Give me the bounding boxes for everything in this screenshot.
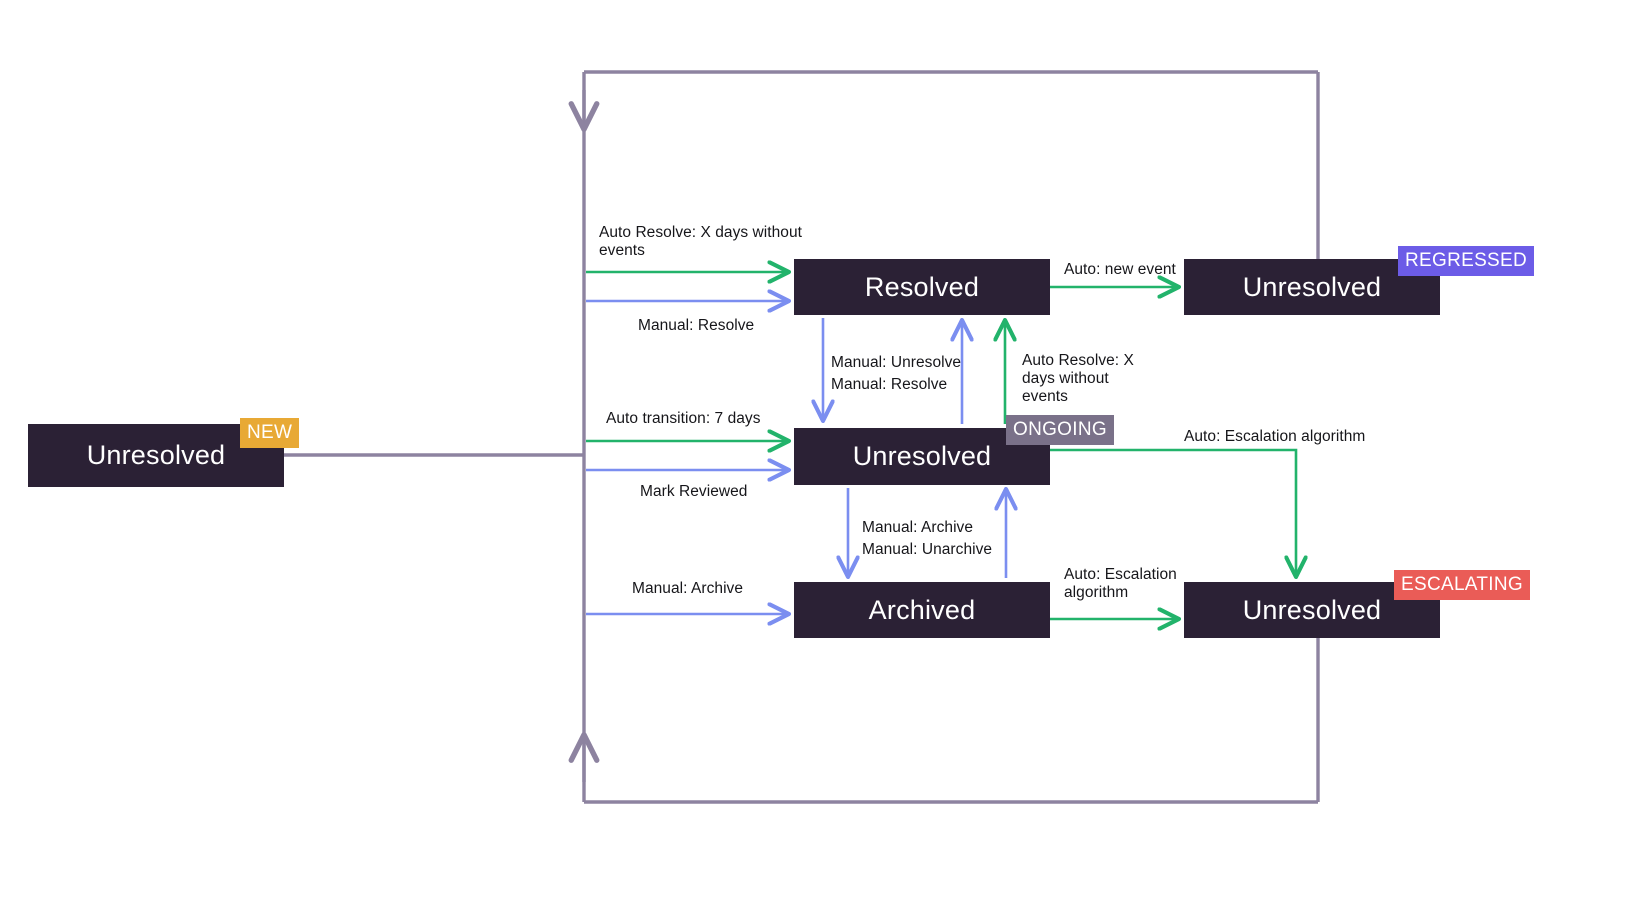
edge-label-manual-archive-unarchive: Manual: Archive Manual: Unarchive <box>862 519 993 558</box>
edge-label-auto-transition-7-days: Auto transition: 7 days <box>606 410 761 427</box>
node-label: Unresolved <box>1242 271 1382 302</box>
node-label: Unresolved <box>852 441 992 471</box>
edge-label-auto-escalation-top: Auto: Escalation algorithm <box>1184 428 1366 445</box>
status-badge-regressed: REGRESSED <box>1398 246 1535 276</box>
node-archived[interactable]: Archived <box>794 582 1050 638</box>
edge-label-auto-resolve-x-days-up: Auto Resolve: X days without events <box>1022 352 1134 405</box>
status-badge-new: NEW <box>240 418 300 448</box>
node-regressed-unresolved[interactable]: Unresolved <box>1184 259 1440 315</box>
status-badge-ongoing: ONGOING <box>1006 415 1114 445</box>
node-label: Unresolved <box>1242 594 1382 625</box>
edge-label-auto-escalation-bottom: Auto: Escalation algorithm <box>1064 566 1177 601</box>
edge-label-manual-unresolve-resolve: Manual: Unresolve Manual: Resolve <box>831 354 962 393</box>
edge-label-manual-archive-in: Manual: Archive <box>632 580 744 597</box>
status-badge-escalating: ESCALATING <box>1394 570 1530 600</box>
edge-label-auto-resolve-x-days: Auto Resolve: X days without events <box>599 224 803 259</box>
node-label: Unresolved <box>86 440 226 470</box>
edge-label-auto-new-event: Auto: new event <box>1064 261 1176 278</box>
edge-label-manual-resolve-in: Manual: Resolve <box>638 317 755 334</box>
edge-ongoing-to-escalating-auto <box>1050 448 1296 576</box>
edge-label-mark-reviewed: Mark Reviewed <box>640 483 748 500</box>
node-resolved[interactable]: Resolved <box>794 259 1050 315</box>
node-label: Resolved <box>864 271 980 302</box>
node-label: Archived <box>868 594 976 625</box>
